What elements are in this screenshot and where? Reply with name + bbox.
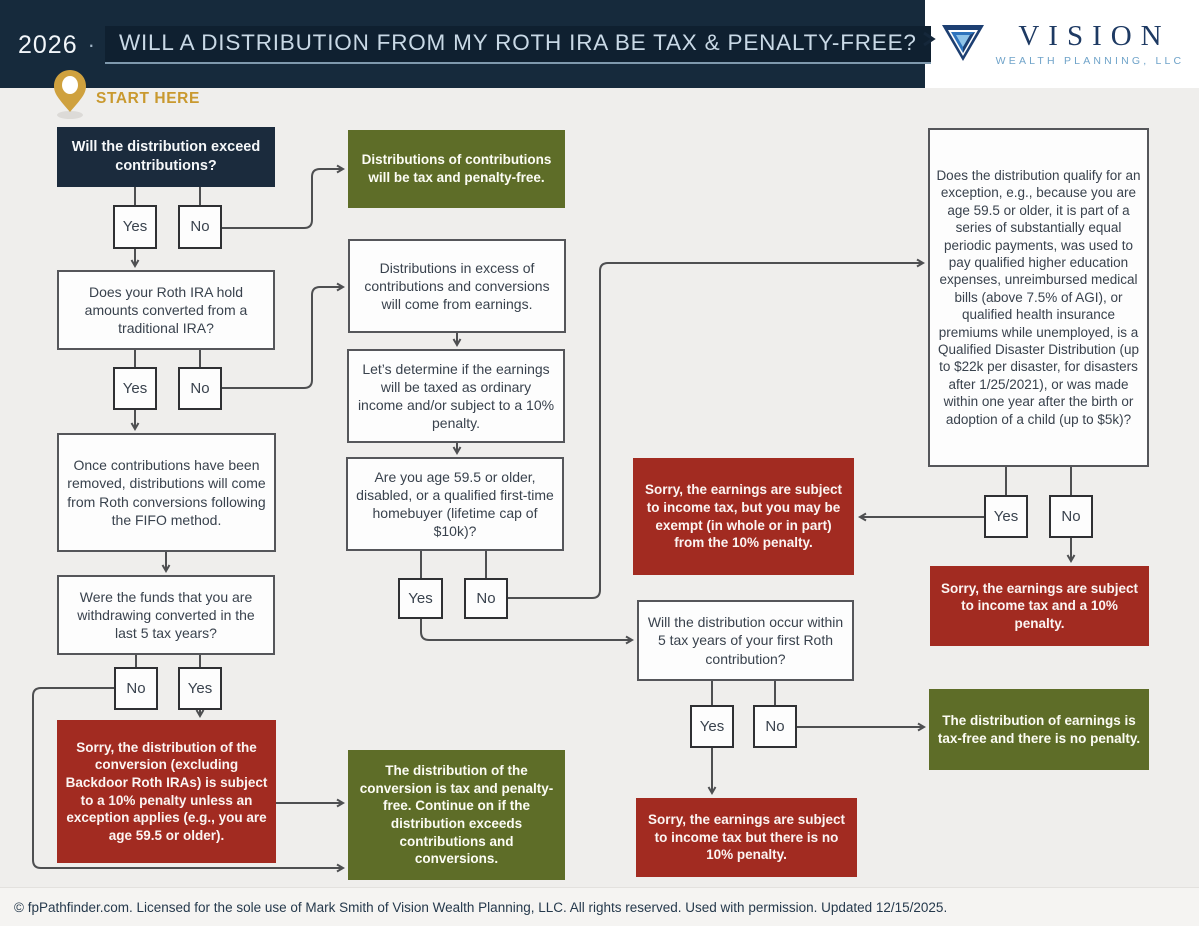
q-age-disabled-homebuyer: Are you age 59.5 or older, disabled, or … (346, 457, 564, 551)
q-exception-yes-box: Yes (984, 495, 1028, 538)
title-separator: · (87, 32, 95, 57)
result-contributions-free: Distributions of contributions will be t… (348, 130, 565, 208)
q-exceed-yes-box: Yes (113, 205, 157, 249)
footer-bar: © fpPathfinder.com. Licensed for the sol… (0, 887, 1199, 926)
logo-text: VISION WEALTH PLANNING, LLC (995, 19, 1185, 67)
q-exception-no-box: No (1049, 495, 1093, 538)
note-fifo-method: Once contributions have been removed, di… (57, 433, 276, 552)
note-excess-earnings: Distributions in excess of contributions… (348, 239, 566, 333)
start-pin-icon (54, 70, 86, 119)
title-year: 2026 (18, 30, 78, 59)
result-earnings-tax-free: The distribution of earnings is tax-free… (929, 689, 1149, 770)
footer-license-text: © fpPathfinder.com. Licensed for the sol… (14, 899, 948, 915)
connector-group (32, 164, 1076, 873)
q-exception: Does the distribution qualify for an exc… (928, 128, 1149, 467)
q-first-roth-no-box: No (753, 705, 797, 748)
result-exempt-from-penalty: Sorry, the earnings are subject to incom… (633, 458, 854, 575)
vision-logo-icon (941, 25, 984, 61)
q-exceed-no-box: No (178, 205, 222, 249)
q-age-no-box: No (464, 578, 508, 619)
title-arrow-icon (923, 31, 936, 47)
result-conversion-penalty: Sorry, the distribution of the conversio… (57, 720, 276, 863)
q-first-roth-5-years: Will the distribution occur within 5 tax… (637, 600, 854, 681)
q-age-yes-box: Yes (398, 578, 443, 619)
q-converted-5-years: Were the funds that you are withdrawing … (57, 575, 275, 655)
result-no-ten-percent: Sorry, the earnings are subject to incom… (636, 798, 857, 877)
note-determine-tax: Let’s determine if the earnings will be … (347, 349, 565, 443)
page-title: 2026 · WILL A DISTRIBUTION FROM MY ROTH … (18, 26, 931, 64)
q-hold-no-box: No (178, 367, 222, 410)
result-conversion-free: The distribution of the conversion is ta… (348, 750, 565, 880)
start-here-label: START HERE (96, 90, 200, 107)
logo-subtitle: WEALTH PLANNING, LLC (995, 54, 1185, 67)
logo-name: VISION (1018, 19, 1171, 52)
q-hold-yes-box: Yes (113, 367, 157, 410)
q-converted-yes-box: Yes (178, 667, 222, 710)
title-text: WILL A DISTRIBUTION FROM MY ROTH IRA BE … (104, 26, 931, 64)
q-hold-converted: Does your Roth IRA hold amounts converte… (57, 270, 275, 350)
q-first-roth-yes-box: Yes (690, 705, 734, 748)
q-exceed-contributions: Will the distribution exceed contributio… (57, 127, 275, 187)
q-converted-no-box: No (114, 667, 158, 710)
result-tax-and-penalty: Sorry, the earnings are subject to incom… (930, 566, 1149, 646)
company-logo: VISION WEALTH PLANNING, LLC (925, 0, 1199, 88)
